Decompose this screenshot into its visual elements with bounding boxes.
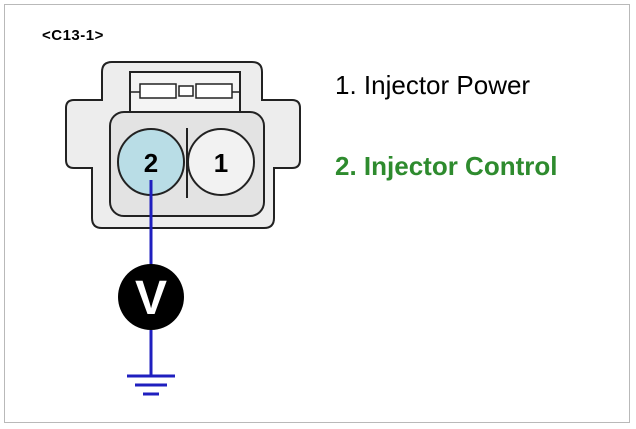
- pin-2-label: 2: [144, 148, 158, 178]
- legend-item-injector-power: 1. Injector Power: [335, 70, 531, 100]
- connector-id-label: <C13-1>: [42, 27, 104, 44]
- pin-1-label: 1: [214, 148, 228, 178]
- pin-1: 1: [187, 128, 255, 196]
- meter-symbol: V: [135, 272, 167, 325]
- legend-item-injector-control: 2. Injector Control: [335, 151, 558, 181]
- ground-icon: [127, 374, 175, 396]
- connector-latch: [129, 71, 241, 113]
- voltmeter-icon: V: [118, 264, 184, 330]
